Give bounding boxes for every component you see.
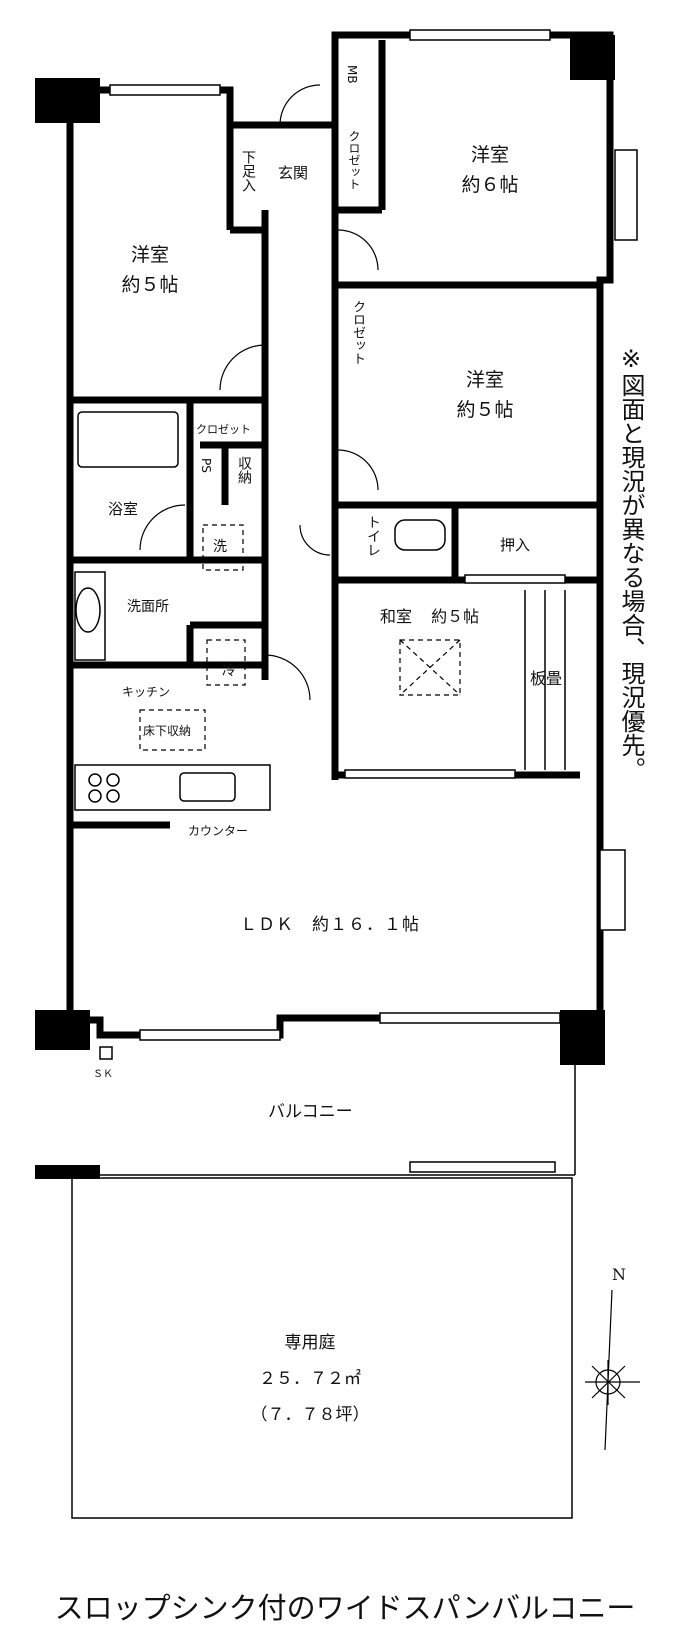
label-oshiire: 押入 [500, 536, 531, 554]
label-counter: カウンター [188, 824, 249, 838]
room-size: 約５帖 [121, 274, 179, 296]
dashed-boxes [139, 524, 461, 751]
label-storage: 収納 [236, 456, 252, 484]
garden-name: 専用庭 [284, 1333, 336, 1353]
label-washer: 洗 [213, 539, 227, 555]
room-size: 約６帖 [461, 174, 519, 196]
label-western-6: 洋室 約６帖 [445, 140, 535, 200]
compass-label: N [612, 1265, 626, 1284]
label-mb: MB [345, 65, 359, 84]
room-size: 約５帖 [456, 399, 514, 421]
label-western-5-left: 洋室 約５帖 [105, 240, 195, 300]
label-sk: ＳＫ [93, 1069, 113, 1080]
label-garden: 専用庭 ２５．７２㎡ （７．７８坪） [220, 1325, 400, 1433]
windows [109, 29, 638, 1041]
label-fridge: 冷 [222, 663, 236, 679]
label-western-5-right: 洋室 約５帖 [440, 365, 530, 425]
room-name: 洋室 [470, 144, 509, 166]
doors [139, 84, 379, 701]
caption: スロップシンク付のワイドスパンバルコニー [54, 1591, 636, 1625]
compass-icon [585, 1289, 640, 1451]
label-closet-mid: クロゼット [350, 300, 365, 365]
label-japanese: 和室 約５帖 [380, 603, 479, 627]
label-washroom: 洗面所 [127, 599, 169, 615]
garden-area-m2: ２５．７２㎡ [259, 1369, 361, 1389]
label-bath: 浴室 [108, 500, 139, 518]
columns [35, 35, 615, 1179]
room-name: 洋室 [130, 244, 169, 266]
note-text: ※図面と現況が異なる場合、現況優先。 [617, 345, 645, 781]
room-name: 和室 [380, 607, 413, 626]
label-itatatami: 板畳 [530, 669, 563, 688]
label-kitchen: キッチン [122, 685, 171, 699]
outdoor-outline [71, 1060, 576, 1519]
garden-area-tsubo: （７．７８坪） [250, 1405, 370, 1425]
fixtures [74, 411, 566, 1060]
room-name: 洋室 [465, 369, 504, 391]
label-closet-top: クロゼット [347, 130, 361, 190]
label-ps: PS [199, 458, 213, 473]
label-toilet: トイレ [365, 515, 381, 557]
label-balcony: バルコニー [268, 1102, 353, 1122]
label-shitabako: 下足入 [240, 150, 256, 192]
label-genkan: 玄関 [278, 164, 309, 182]
label-underfloor: 床下収納 [143, 724, 192, 738]
label-ldk: ＬＤＫ 約１６．１帖 [240, 915, 420, 935]
label-closet-small: クロゼット [196, 423, 251, 436]
room-size: 約５帖 [431, 607, 480, 626]
